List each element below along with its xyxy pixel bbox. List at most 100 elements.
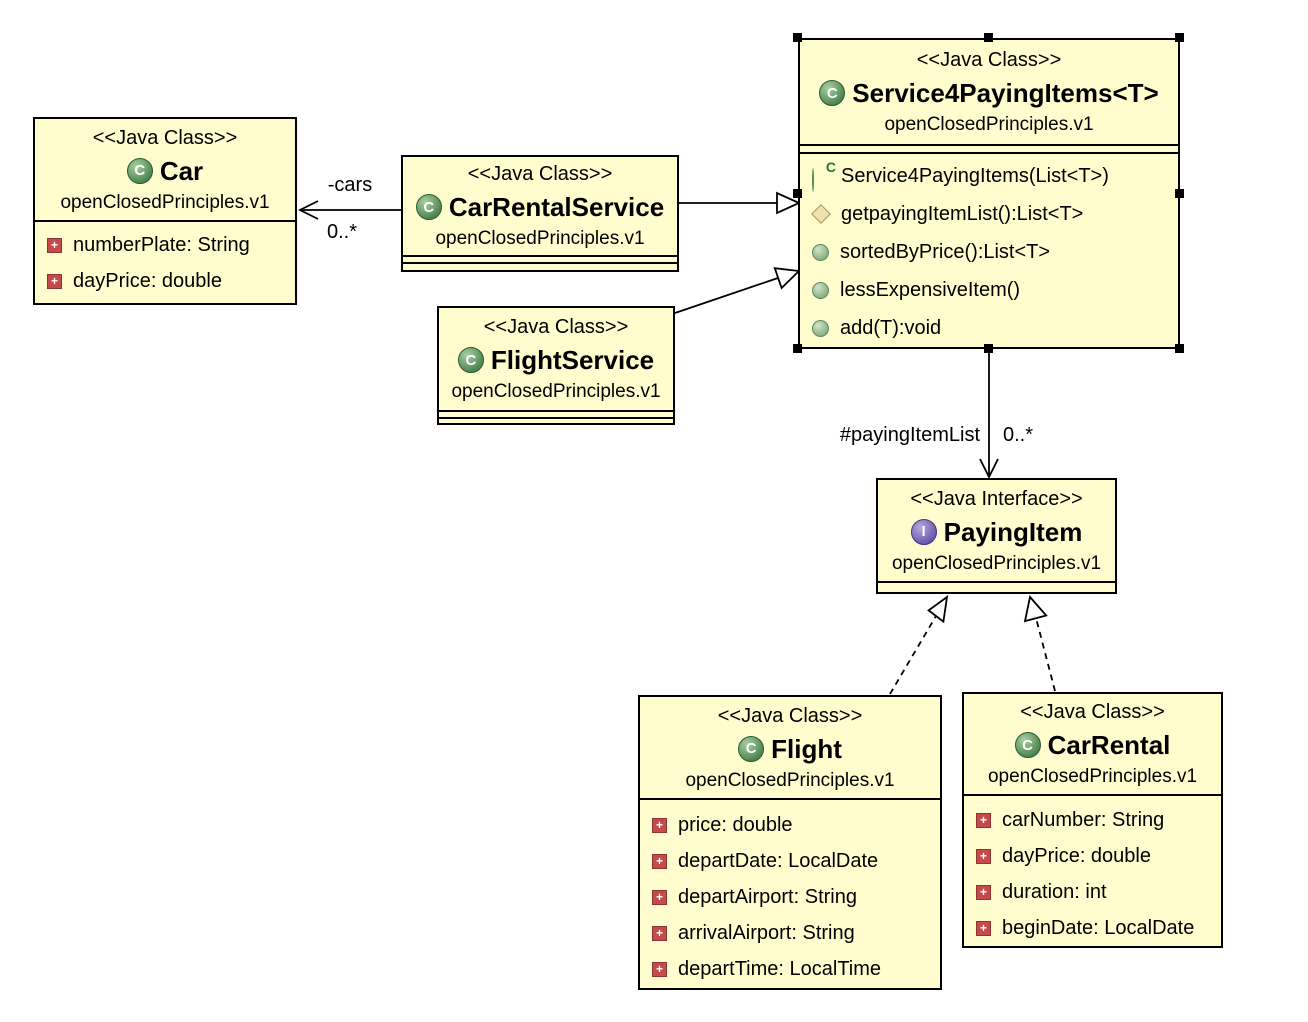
interface-box-payingitem[interactable]: <<Java Interface>> I PayingItem openClos… bbox=[876, 478, 1117, 594]
hollow-triangle-arrowhead bbox=[773, 267, 801, 290]
constructor-icon: C bbox=[812, 160, 836, 192]
class-box-service4payingitems[interactable]: <<Java Class>> C Service4PayingItems<T> … bbox=[798, 38, 1180, 349]
attribute-text: price: double bbox=[678, 813, 793, 836]
package-label: openClosedPrinciples.v1 bbox=[60, 191, 270, 213]
empty-attributes-compartment bbox=[403, 255, 677, 262]
attribute-row[interactable]: + price: double bbox=[640, 807, 940, 843]
attribute-text: departAirport: String bbox=[678, 885, 857, 908]
method-row[interactable]: add(T):void bbox=[800, 309, 1178, 347]
realization-flight-edge[interactable] bbox=[889, 595, 949, 695]
class-name-row: C CarRental bbox=[1014, 726, 1171, 764]
method-row[interactable]: getpayingItemList():List<T> bbox=[800, 195, 1178, 233]
private-field-icon: + bbox=[976, 848, 991, 864]
class-icon: C bbox=[457, 347, 484, 373]
attribute-text: departTime: LocalTime bbox=[678, 957, 882, 980]
selection-handle[interactable] bbox=[1175, 33, 1184, 42]
class-box-flightservice[interactable]: <<Java Class>> C FlightService openClose… bbox=[437, 306, 675, 425]
class-box-flight[interactable]: <<Java Class>> C Flight openClosedPrinci… bbox=[638, 695, 942, 990]
package-method-icon bbox=[811, 204, 831, 224]
open-arrowhead bbox=[297, 200, 319, 220]
association-cars-edge[interactable] bbox=[297, 200, 401, 220]
attribute-text: numberPlate: String bbox=[73, 233, 250, 256]
class-name: Flight bbox=[771, 733, 842, 764]
package-label: openClosedPrinciples.v1 bbox=[451, 381, 661, 402]
attribute-row[interactable]: + numberPlate: String bbox=[35, 227, 295, 263]
public-method-icon bbox=[812, 319, 829, 337]
class-box-carrentalservice[interactable]: <<Java Class>> C CarRentalService openCl… bbox=[401, 155, 679, 272]
public-method-icon bbox=[812, 243, 829, 261]
class-name: CarRentalService bbox=[448, 192, 665, 222]
method-row[interactable]: sortedByPrice():List<T> bbox=[800, 233, 1178, 271]
private-field-icon: + bbox=[976, 812, 991, 828]
class-name: FlightService bbox=[490, 345, 655, 375]
private-field-icon: + bbox=[976, 920, 991, 936]
open-arrowhead bbox=[979, 458, 999, 480]
class-header: <<Java Class>> C Car openClosedPrinciple… bbox=[35, 119, 295, 220]
hollow-triangle-arrowhead bbox=[776, 191, 802, 215]
package-label: openClosedPrinciples.v1 bbox=[884, 114, 1094, 136]
selection-handle[interactable] bbox=[1175, 344, 1184, 353]
stereotype-label: <<Java Class>> bbox=[916, 49, 1062, 72]
private-field-icon: + bbox=[976, 884, 991, 900]
attribute-text: dayPrice: double bbox=[73, 269, 222, 292]
empty-methods-compartment bbox=[439, 417, 673, 423]
class-box-carrental[interactable]: <<Java Class>> C CarRental openClosedPri… bbox=[962, 692, 1223, 948]
public-method-icon bbox=[812, 281, 829, 299]
class-icon: C bbox=[126, 157, 153, 184]
association-multiplicity-label-payingitemlist[interactable]: 0..* bbox=[1003, 424, 1034, 446]
attribute-row[interactable]: + arrivalAirport: String bbox=[640, 915, 940, 951]
interface-icon: I bbox=[910, 518, 937, 545]
stereotype-label: <<Java Class>> bbox=[92, 126, 238, 149]
private-field-icon: + bbox=[652, 889, 667, 905]
private-field-icon: + bbox=[652, 853, 667, 869]
class-header: <<Java Class>> C Flight openClosedPrinci… bbox=[640, 697, 940, 798]
constructor-superscript: C bbox=[825, 158, 836, 175]
association-payingitemlist-edge[interactable] bbox=[979, 351, 999, 480]
private-field-icon: + bbox=[652, 925, 667, 941]
stereotype-label: <<Java Class>> bbox=[717, 704, 863, 727]
attribute-row[interactable]: + departAirport: String bbox=[640, 879, 940, 915]
public-method-sphere bbox=[812, 167, 814, 192]
package-label: openClosedPrinciples.v1 bbox=[435, 228, 645, 249]
method-row[interactable]: C Service4PayingItems(List<T>) bbox=[800, 157, 1178, 195]
generalization-carrentalservice-edge[interactable] bbox=[679, 191, 802, 215]
realization-carrental-edge[interactable] bbox=[1023, 595, 1056, 692]
attribute-row[interactable]: + dayPrice: double bbox=[964, 838, 1221, 874]
attribute-text: departDate: LocalDate bbox=[678, 849, 879, 872]
selection-handle[interactable] bbox=[984, 344, 993, 353]
stereotype-label: <<Java Class>> bbox=[1020, 701, 1165, 723]
attribute-text: dayPrice: double bbox=[1002, 844, 1151, 867]
attribute-row[interactable]: + duration: int bbox=[964, 874, 1221, 910]
association-multiplicity-label-cars[interactable]: 0..* bbox=[326, 221, 358, 243]
class-box-car[interactable]: <<Java Class>> C Car openClosedPrinciple… bbox=[33, 117, 297, 305]
selection-handle[interactable] bbox=[793, 33, 802, 42]
empty-attributes-compartment bbox=[800, 144, 1178, 152]
attribute-row[interactable]: + beginDate: LocalDate bbox=[964, 910, 1221, 946]
selection-handle[interactable] bbox=[984, 33, 993, 42]
association-role-label-payingitemlist[interactable]: #payingItemList bbox=[839, 424, 980, 446]
class-icon: C bbox=[738, 735, 765, 762]
method-row[interactable]: lessExpensiveItem() bbox=[800, 271, 1178, 309]
association-role-label-cars[interactable]: -cars bbox=[327, 174, 373, 196]
class-name-row: C Flight bbox=[738, 730, 842, 768]
private-field-icon: + bbox=[47, 273, 62, 289]
empty-members-compartment bbox=[878, 581, 1115, 592]
selection-handle[interactable] bbox=[793, 189, 802, 198]
class-name: Service4PayingItems<T> bbox=[852, 78, 1159, 109]
selection-handle[interactable] bbox=[793, 344, 802, 353]
class-header: <<Java Class>> C CarRentalService openCl… bbox=[403, 157, 677, 255]
attribute-row[interactable]: + departDate: LocalDate bbox=[640, 843, 940, 879]
selection-handle[interactable] bbox=[1175, 189, 1184, 198]
stereotype-label: <<Java Class>> bbox=[467, 163, 613, 185]
class-header: <<Java Class>> C CarRental openClosedPri… bbox=[964, 694, 1221, 794]
generalization-flightservice-edge[interactable] bbox=[674, 267, 801, 314]
package-label: openClosedPrinciples.v1 bbox=[891, 552, 1102, 574]
attribute-row[interactable]: + dayPrice: double bbox=[35, 263, 295, 299]
empty-attributes-compartment bbox=[439, 410, 673, 417]
class-name: CarRental bbox=[1047, 730, 1171, 760]
private-field-icon: + bbox=[652, 817, 667, 833]
attribute-row[interactable]: + departTime: LocalTime bbox=[640, 951, 940, 987]
attribute-row[interactable]: + carNumber: String bbox=[964, 802, 1221, 838]
